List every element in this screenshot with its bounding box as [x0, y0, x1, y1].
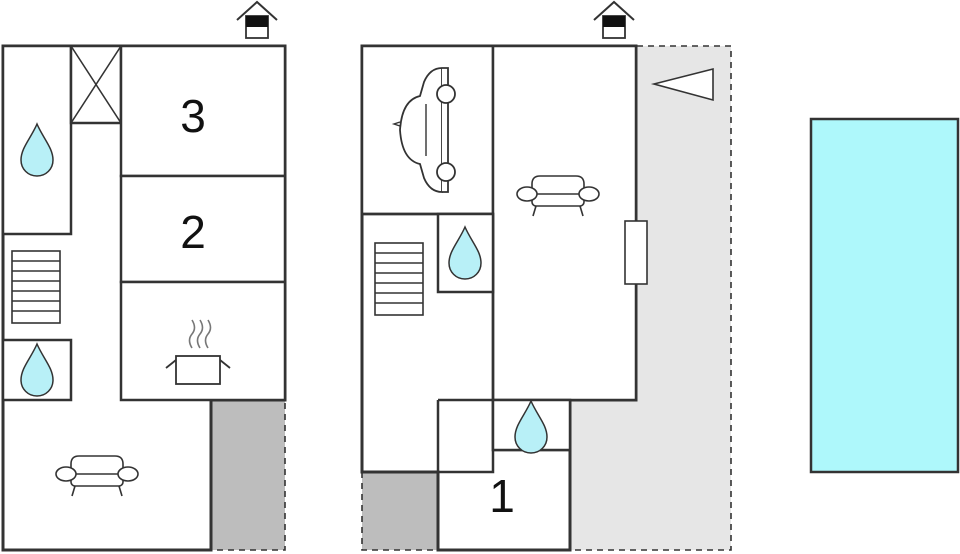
stairs-icon — [11, 250, 61, 324]
tent-icon — [650, 67, 714, 102]
swimming-pool — [809, 117, 960, 474]
fireplace-icon — [624, 220, 648, 285]
room-label-1: 1 — [489, 470, 515, 522]
entrance-icon-middle — [593, 1, 635, 39]
room-label-3: 3 — [180, 90, 206, 142]
middle-building: 1 — [360, 44, 732, 552]
room-label-2: 2 — [180, 206, 206, 258]
car-icon — [391, 67, 456, 193]
left-building: 3 2 — [1, 44, 287, 552]
cooking-pot-icon — [165, 319, 231, 385]
terrace-left — [211, 400, 285, 550]
house-entrance-icon — [236, 1, 278, 39]
